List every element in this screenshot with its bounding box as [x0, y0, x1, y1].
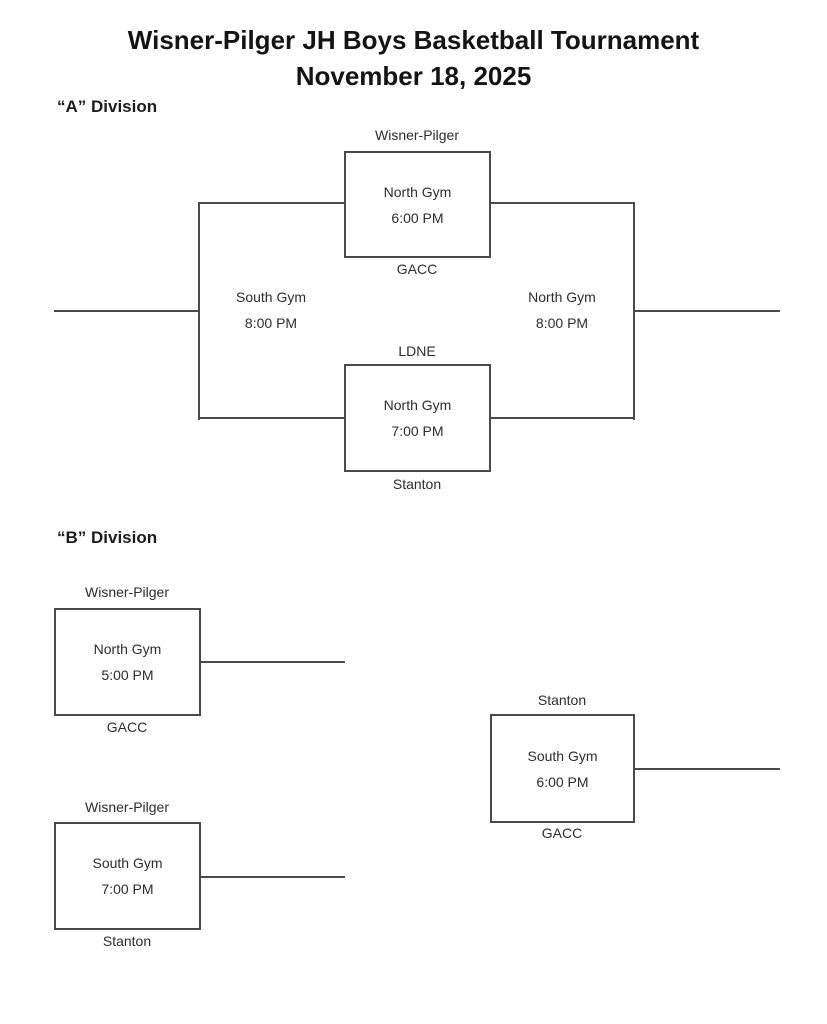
b-game3-time: 6:00 PM: [536, 773, 589, 790]
a-semifinal-right-venue: North Gym: [528, 289, 596, 305]
a-game2-time: 7:00 PM: [391, 423, 444, 439]
a-game1-bottom-team-label: GACC: [396, 261, 438, 277]
a-semifinal-left-venue: South Gym: [235, 289, 307, 305]
b-game3-box: South Gym 6:00 PM: [490, 714, 635, 823]
a-game1-right-connector-line: [489, 202, 635, 204]
a-game1-left-connector-line: [198, 202, 345, 204]
b-game3-top-team-label: Stanton: [537, 692, 587, 708]
a-game2-box: North Gym 7:00 PM: [344, 364, 491, 472]
b-game2-time: 7:00 PM: [101, 881, 154, 897]
b-game1-time: 5:00 PM: [101, 667, 154, 683]
page-date: November 18, 2025: [295, 61, 532, 91]
a-game1-venue: North Gym: [383, 183, 452, 200]
a-game2-venue: North Gym: [383, 397, 452, 413]
b-game2-top-team-label: Wisner-Pilger: [84, 799, 170, 815]
b-game1-box: North Gym 5:00 PM: [54, 608, 201, 716]
b-game3-venue: South Gym: [527, 747, 598, 764]
a-game1-top-team-label: Wisner-Pilger: [374, 127, 460, 143]
a-game2-top-team-label: LDNE: [398, 343, 436, 359]
b-game3-winner-line: [633, 768, 780, 770]
b-division-heading: “B” Division: [57, 528, 158, 547]
a-game1-box: North Gym 6:00 PM: [344, 151, 491, 258]
b-game1-bottom-team-label: GACC: [106, 719, 148, 735]
a-semifinal-left-time: 8:00 PM: [244, 315, 298, 331]
b-game2-venue: South Gym: [92, 855, 163, 871]
b-game2-box: South Gym 7:00 PM: [54, 822, 201, 930]
a-winner-advance-line: [633, 310, 780, 312]
b-game1-top-team-label: Wisner-Pilger: [84, 584, 170, 600]
b-game2-bottom-team-label: Stanton: [102, 933, 152, 949]
a-semifinal-right-time: 8:00 PM: [535, 315, 589, 331]
b-game3-bottom-team-label: GACC: [541, 825, 583, 841]
a-game1-time: 6:00 PM: [391, 209, 444, 226]
a-game2-right-connector-line: [489, 417, 635, 419]
b-game2-winner-line: [199, 876, 345, 878]
a-game2-bottom-team-label: Stanton: [392, 476, 442, 492]
a-semifinal-left-feeder-line: [54, 310, 200, 312]
b-game1-winner-line: [199, 661, 345, 663]
a-division-heading: “A” Division: [57, 97, 158, 116]
a-game2-left-connector-line: [198, 417, 345, 419]
page-title: Wisner-Pilger JH Boys Basketball Tournam…: [127, 25, 700, 55]
b-game1-venue: North Gym: [93, 641, 162, 657]
